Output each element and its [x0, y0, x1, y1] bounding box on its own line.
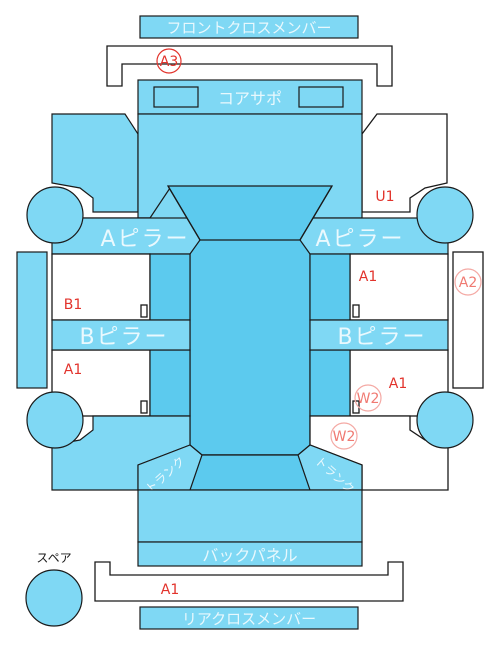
- b-pillar-left-label: Bピラー: [79, 325, 168, 350]
- door-handle-icon: [352, 304, 360, 318]
- wheel-rear-left[interactable]: [26, 391, 84, 449]
- front-left-door-area[interactable]: [51, 253, 151, 321]
- mark-w2-outer[interactable]: W2: [330, 422, 358, 450]
- core-support-label: コアサポ: [218, 89, 282, 108]
- svg-text:A2: A2: [459, 275, 477, 291]
- back-panel[interactable]: バックパネル: [137, 541, 363, 567]
- front-bumper-outline[interactable]: [106, 45, 393, 87]
- left-sill-front[interactable]: [149, 253, 191, 321]
- left-side-panel[interactable]: [16, 251, 48, 389]
- b-pillar-right[interactable]: Bピラー: [309, 319, 449, 351]
- back-panel-label: バックパネル: [202, 546, 297, 565]
- core-support[interactable]: コアサポ: [137, 79, 363, 115]
- door-handle-icon: [140, 400, 148, 414]
- wheel-front-right[interactable]: [416, 186, 474, 244]
- mark-u1[interactable]: U1: [375, 189, 394, 205]
- mark-a2[interactable]: A2: [454, 268, 482, 296]
- left-rear-quarter[interactable]: [51, 415, 191, 491]
- wheel-rear-right[interactable]: [416, 391, 474, 449]
- mark-b1[interactable]: B1: [64, 297, 83, 313]
- mark-a1-rear[interactable]: A1: [161, 582, 179, 598]
- front-right-door-area[interactable]: [349, 253, 449, 321]
- mark-a3[interactable]: A3: [156, 48, 182, 74]
- trunk-center: [189, 454, 311, 491]
- rear-cross-member[interactable]: リアクロスメンバー: [139, 606, 359, 630]
- b-pillar-left[interactable]: Bピラー: [51, 319, 191, 351]
- svg-text:W2: W2: [333, 429, 356, 445]
- a-pillar-left-label: Aピラー: [100, 227, 189, 252]
- svg-text:A3: A3: [160, 54, 178, 70]
- windshield-frame: [167, 185, 333, 241]
- right-sill-rear[interactable]: [309, 349, 351, 417]
- a-pillar-right-label: Aピラー: [315, 227, 404, 252]
- right-sill-front[interactable]: [309, 253, 351, 321]
- right-side-panel[interactable]: [452, 251, 484, 389]
- svg-text:W2: W2: [357, 391, 380, 407]
- b-pillar-right-label: Bピラー: [337, 325, 426, 350]
- mark-a1-right-upper[interactable]: A1: [359, 269, 377, 285]
- mark-a1-left-lower[interactable]: A1: [64, 362, 82, 378]
- left-front-fender[interactable]: [51, 113, 139, 213]
- rear-bumper-outline[interactable]: [94, 561, 404, 602]
- mark-a1-right-lower[interactable]: A1: [389, 376, 407, 392]
- spare-label: スペア: [36, 551, 71, 565]
- rear-panel[interactable]: [137, 489, 363, 543]
- rear-cross-member-label: リアクロスメンバー: [182, 610, 316, 628]
- door-handle-icon: [140, 304, 148, 318]
- wheel-front-left[interactable]: [26, 186, 84, 244]
- front-cross-member-label: フロントクロスメンバー: [166, 19, 331, 37]
- right-rear-quarter[interactable]: [309, 415, 449, 491]
- front-cross-member[interactable]: フロントクロスメンバー: [139, 15, 359, 39]
- mark-w2-inner[interactable]: W2: [354, 384, 382, 412]
- left-sill-rear[interactable]: [149, 349, 191, 417]
- spare-tire[interactable]: [25, 569, 83, 627]
